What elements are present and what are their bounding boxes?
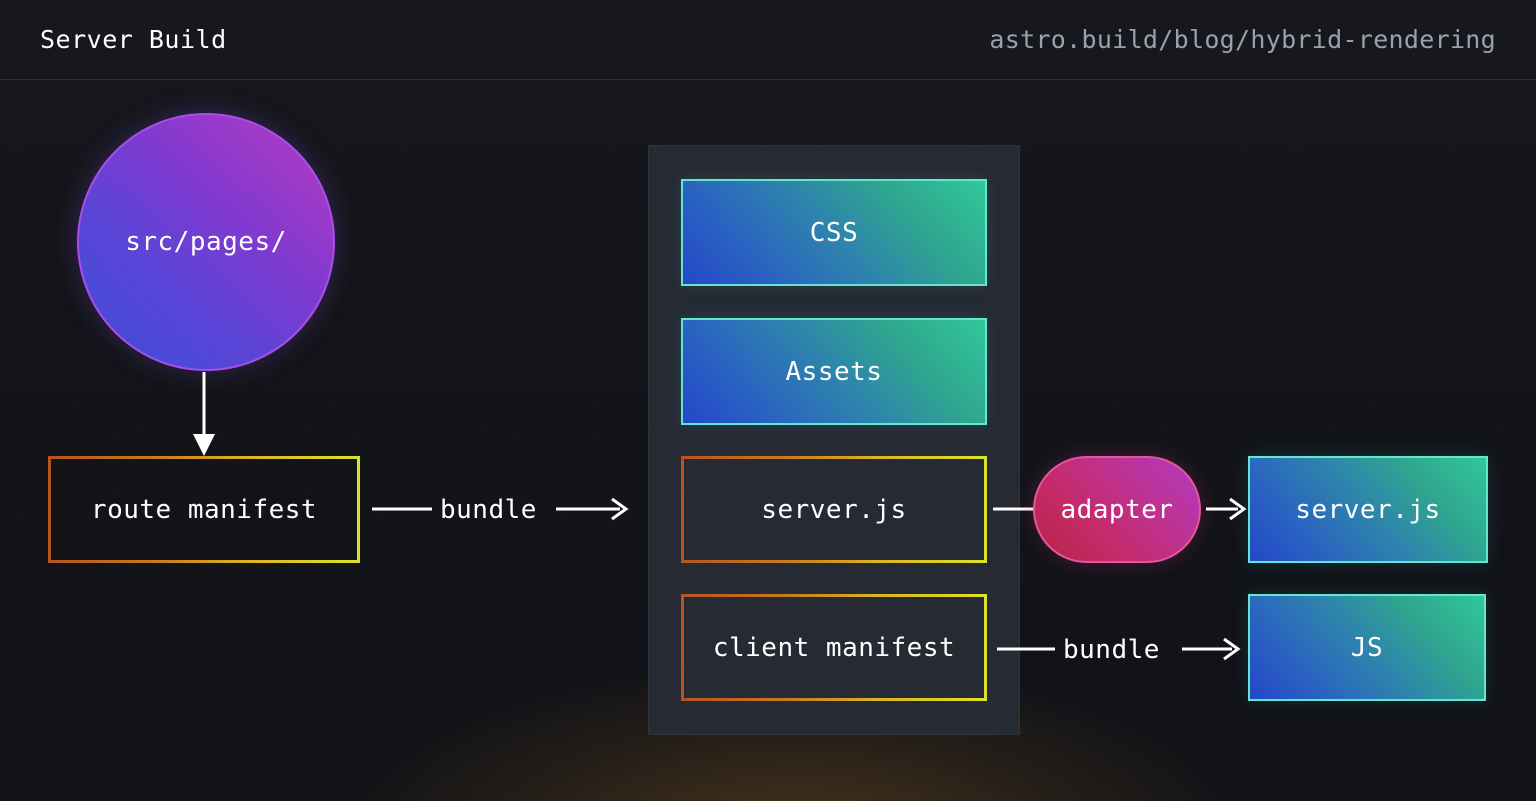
node-js[interactable]: JS — [1248, 594, 1486, 701]
edge-label-bundle-top: bundle — [440, 495, 537, 525]
edge-client-manifest-to-js-arrow — [1182, 637, 1241, 661]
node-server-js-inner[interactable]: server.js — [681, 456, 987, 563]
node-assets[interactable]: Assets — [681, 318, 987, 425]
node-adapter[interactable]: adapter — [1033, 456, 1201, 563]
node-css[interactable]: CSS — [681, 179, 987, 286]
node-adapter-label: adapter — [1060, 494, 1174, 525]
node-css-label: CSS — [809, 217, 859, 248]
node-route-manifest[interactable]: route manifest — [48, 456, 360, 563]
node-js-label: JS — [1350, 632, 1384, 663]
edge-server-js-to-adapter — [993, 507, 1037, 511]
edge-source-to-route-manifest — [193, 372, 215, 456]
node-server-js-output[interactable]: server.js — [1248, 456, 1488, 563]
page-title: Server Build — [40, 25, 227, 54]
node-client-manifest-label: client manifest — [712, 632, 956, 663]
node-server-js-output-label: server.js — [1295, 494, 1441, 525]
edge-label-bundle-bottom: bundle — [1063, 635, 1160, 665]
edge-route-manifest-to-panel-line — [372, 507, 432, 511]
edge-client-manifest-to-js-line — [997, 647, 1055, 651]
node-src-pages-label: src/pages/ — [125, 227, 287, 257]
header-bar: Server Build astro.build/blog/hybrid-ren… — [0, 0, 1536, 80]
edge-adapter-to-server-js-output — [1206, 497, 1247, 521]
edge-route-manifest-to-panel-arrow — [556, 497, 629, 521]
node-server-js-inner-label: server.js — [761, 494, 907, 525]
node-client-manifest[interactable]: client manifest — [681, 594, 987, 701]
node-src-pages[interactable]: src/pages/ — [77, 113, 335, 371]
node-assets-label: Assets — [785, 356, 883, 387]
source-url: astro.build/blog/hybrid-rendering — [989, 25, 1496, 54]
node-route-manifest-label: route manifest — [90, 494, 318, 525]
